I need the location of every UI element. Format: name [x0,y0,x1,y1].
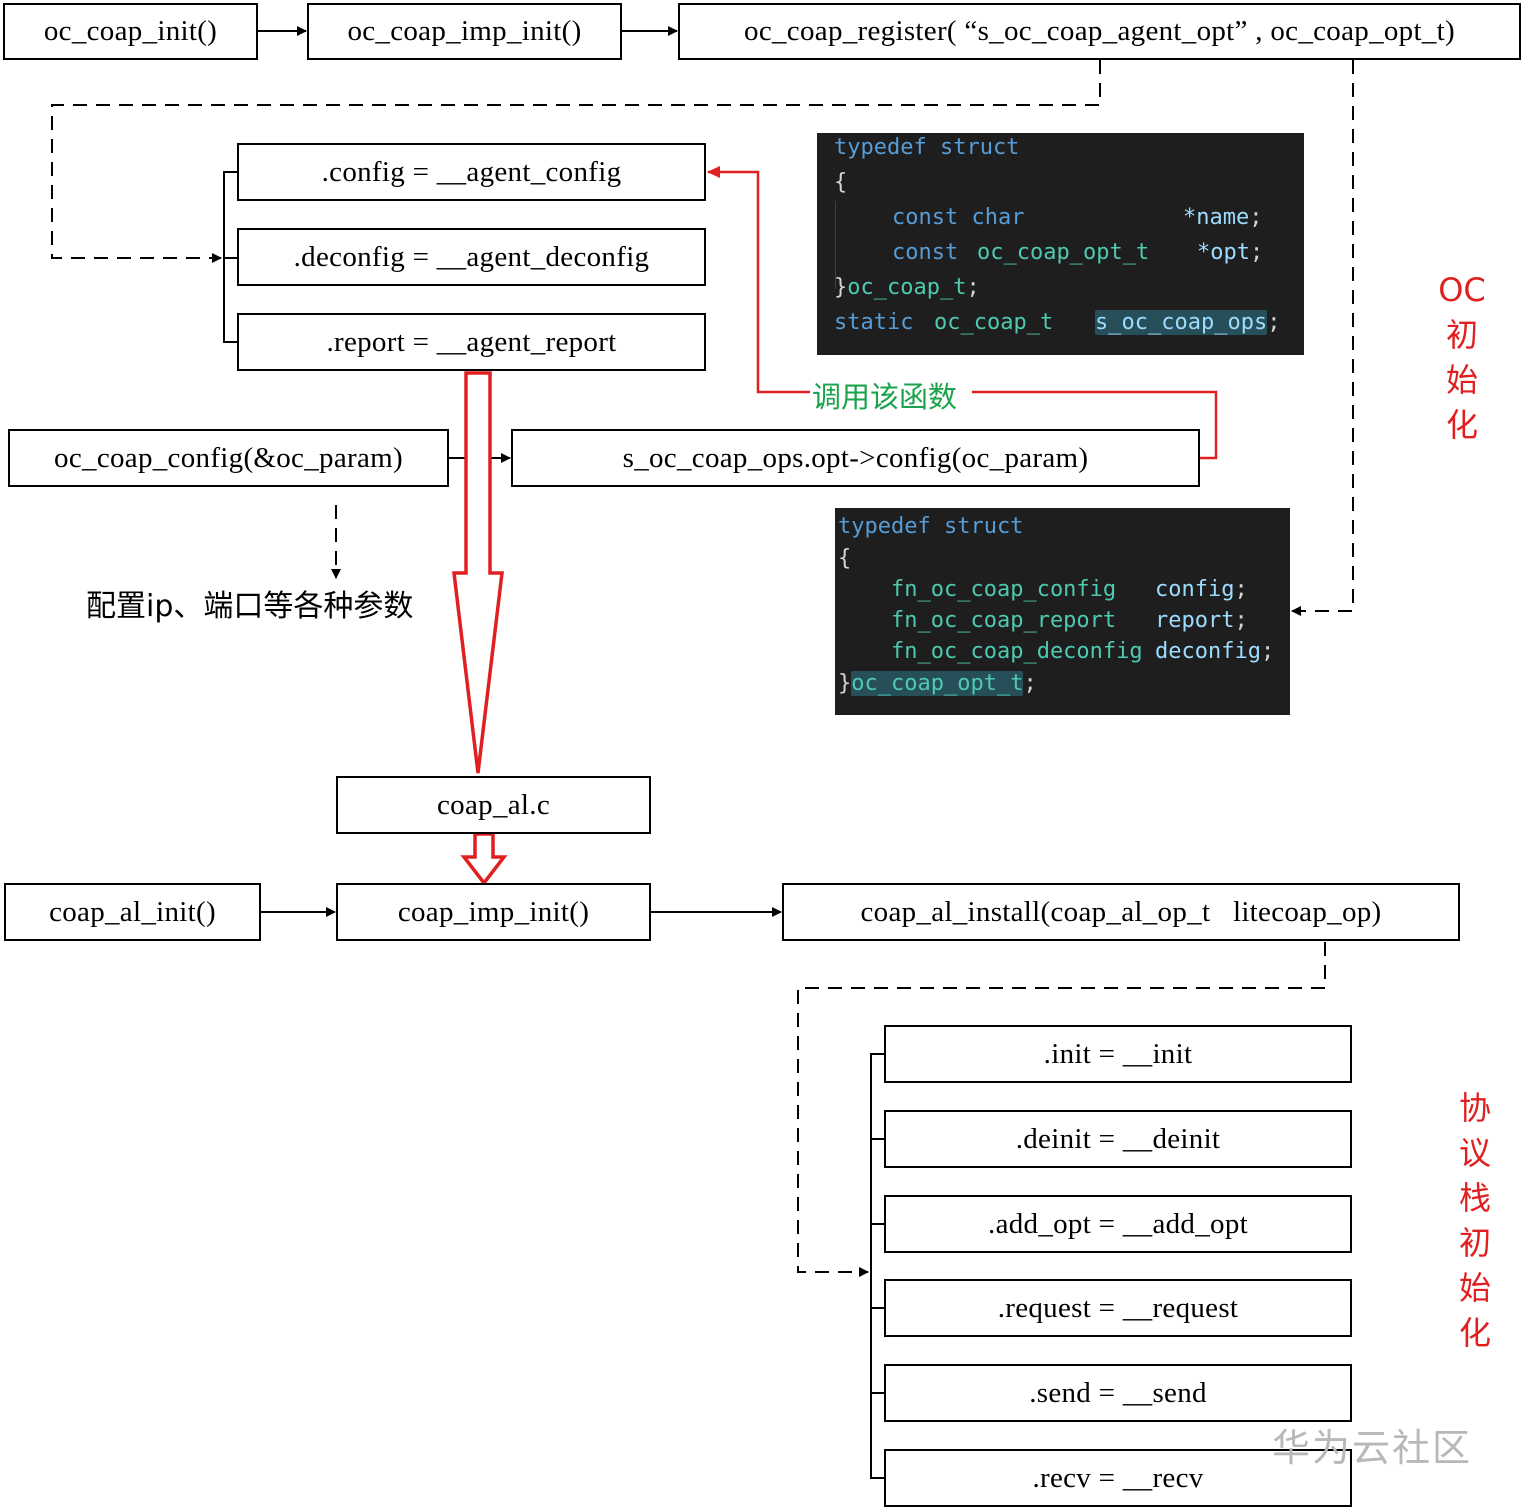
oc-coap-config-box: oc_coap_config(&oc_param) [8,429,449,487]
code1-const: const [892,240,959,265]
code2-open-brace: { [838,546,852,571]
ops-config-call-text: s_oc_coap_ops.opt->config(oc_param) [622,441,1089,474]
recv-op-box: .recv = __recv [884,1449,1352,1507]
recv-op-text: .recv = __recv [1032,1461,1204,1494]
config-box: .config = __agent_config [237,143,706,201]
coap-imp-init-box: coap_imp_init() [336,883,651,941]
init-op-text: .init = __init [1043,1037,1193,1070]
code2-deconfig-field: deconfig [1155,639,1261,664]
red-call-arrow [707,166,810,394]
add-opt-op-box: .add_opt = __add_opt [884,1195,1352,1253]
oc-init-vertical-label: OC 初 始 化 [1438,268,1486,448]
dashed-install-to-op-group [797,942,1326,1277]
oc-init-char: 始 [1445,361,1478,399]
code1-static: static [834,310,914,335]
request-op-text: .request = __request [997,1291,1239,1324]
add-opt-op-text: .add_opt = __add_opt [988,1207,1248,1240]
oc-coap-register-box: oc_coap_register( “s_oc_coap_agent_opt” … [678,3,1521,60]
oc-coap-opt-t-code-block: typedef struct { fn_oc_coap_config confi… [835,508,1290,715]
report-text: .report = __agent_report [326,325,617,358]
config-params-label: 配置ip、端口等各种参数 [86,589,414,624]
ops-config-call-box: s_oc_coap_ops.opt->config(oc_param) [511,429,1200,487]
code2-semicolon: ; [1023,671,1037,696]
code1-struct-name: oc_coap_t [847,275,967,300]
oc-coap-init-box: oc_coap_init() [3,3,258,60]
dashed-register-to-config-group [51,60,1101,263]
code2-deconfig-type: fn_oc_coap_deconfig [891,639,1143,664]
code2-config-type: fn_oc_coap_config [891,577,1117,602]
oc-coap-imp-init-text: oc_coap_imp_init() [347,15,582,47]
code1-ops-variable: s_oc_coap_ops [1095,310,1268,335]
bracket-op-group [870,1053,884,1479]
oc-init-char: 化 [1445,406,1478,444]
coap-al-init-text: coap_al_init() [49,895,216,928]
code1-open-brace: { [834,170,848,195]
deinit-op-text: .deinit = __deinit [1015,1122,1221,1155]
oc-coap-t-code-block: typedef struct { const char *name; const… [817,133,1304,355]
report-box: .report = __agent_report [237,313,706,371]
code2-report-field: report [1155,608,1235,633]
init-op-box: .init = __init [884,1025,1352,1083]
code2-struct-name: oc_coap_opt_t [851,671,1024,696]
coap-al-c-box: coap_al.c [336,776,651,834]
code1-name-field: *name [1183,205,1250,230]
code2-semicolon: ; [1234,577,1248,602]
call-function-label: 调用该函数 [812,380,958,414]
code2-close-brace: } [838,671,852,696]
code2-semicolon: ; [1260,639,1275,664]
oc-init-char: 初 [1445,316,1478,354]
code1-const-char: const char [892,205,1025,230]
code2-typedef-keyword: typedef struct [838,514,1024,539]
code1-semicolon: ; [1249,240,1264,265]
send-op-text: .send = __send [1029,1376,1207,1409]
stack-init-char: 栈 [1458,1179,1491,1217]
stack-init-char: 协 [1458,1089,1491,1127]
oc-coap-config-text: oc_coap_config(&oc_param) [54,441,403,474]
oc-coap-imp-init-box: oc_coap_imp_init() [307,3,622,60]
coap-al-c-text: coap_al.c [437,788,550,821]
stack-init-char: 化 [1458,1314,1491,1352]
big-red-down-arrow [452,371,504,774]
oc-coap-init-text: oc_coap_init() [43,15,218,47]
coap-al-init-box: coap_al_init() [4,883,261,941]
deconfig-box: .deconfig = __agent_deconfig [237,228,706,286]
stack-init-vertical-label: 协 议 栈 初 始 化 [1453,1086,1497,1356]
deconfig-text: .deconfig = __agent_deconfig [293,240,650,273]
watermark: 华为云社区 [1272,1426,1473,1470]
small-red-down-arrow [460,832,508,886]
code1-opt-type: oc_coap_opt_t [977,240,1150,265]
config-text: .config = __agent_config [321,155,622,188]
code1-semicolon: ; [966,275,980,300]
red-call-line [972,390,1218,460]
code2-semicolon: ; [1234,608,1248,633]
code1-close-brace: } [834,275,848,300]
deinit-op-box: .deinit = __deinit [884,1110,1352,1168]
code1-static-type: oc_coap_t [934,310,1054,335]
code1-semicolon: ; [1249,205,1263,230]
code2-report-type: fn_oc_coap_report [891,608,1117,633]
stack-init-char: 初 [1458,1224,1491,1262]
coap-al-install-text: coap_al_install(coap_al_op_t litecoap_op… [860,895,1382,928]
coap-al-install-box: coap_al_install(coap_al_op_t litecoap_op… [782,883,1460,941]
code1-semicolon: ; [1267,310,1281,335]
code1-opt-field: *opt [1197,240,1250,265]
oc-init-char: OC [1438,271,1486,309]
request-op-box: .request = __request [884,1279,1352,1337]
send-op-box: .send = __send [884,1364,1352,1422]
coap-imp-init-text: coap_imp_init() [397,895,590,928]
code1-typedef-keyword: typedef struct [834,135,1020,160]
stack-init-char: 始 [1458,1269,1491,1307]
oc-coap-register-text: oc_coap_register( “s_oc_coap_agent_opt” … [744,15,1455,47]
code2-config-field: config [1155,577,1235,602]
stack-init-char: 议 [1458,1134,1491,1172]
